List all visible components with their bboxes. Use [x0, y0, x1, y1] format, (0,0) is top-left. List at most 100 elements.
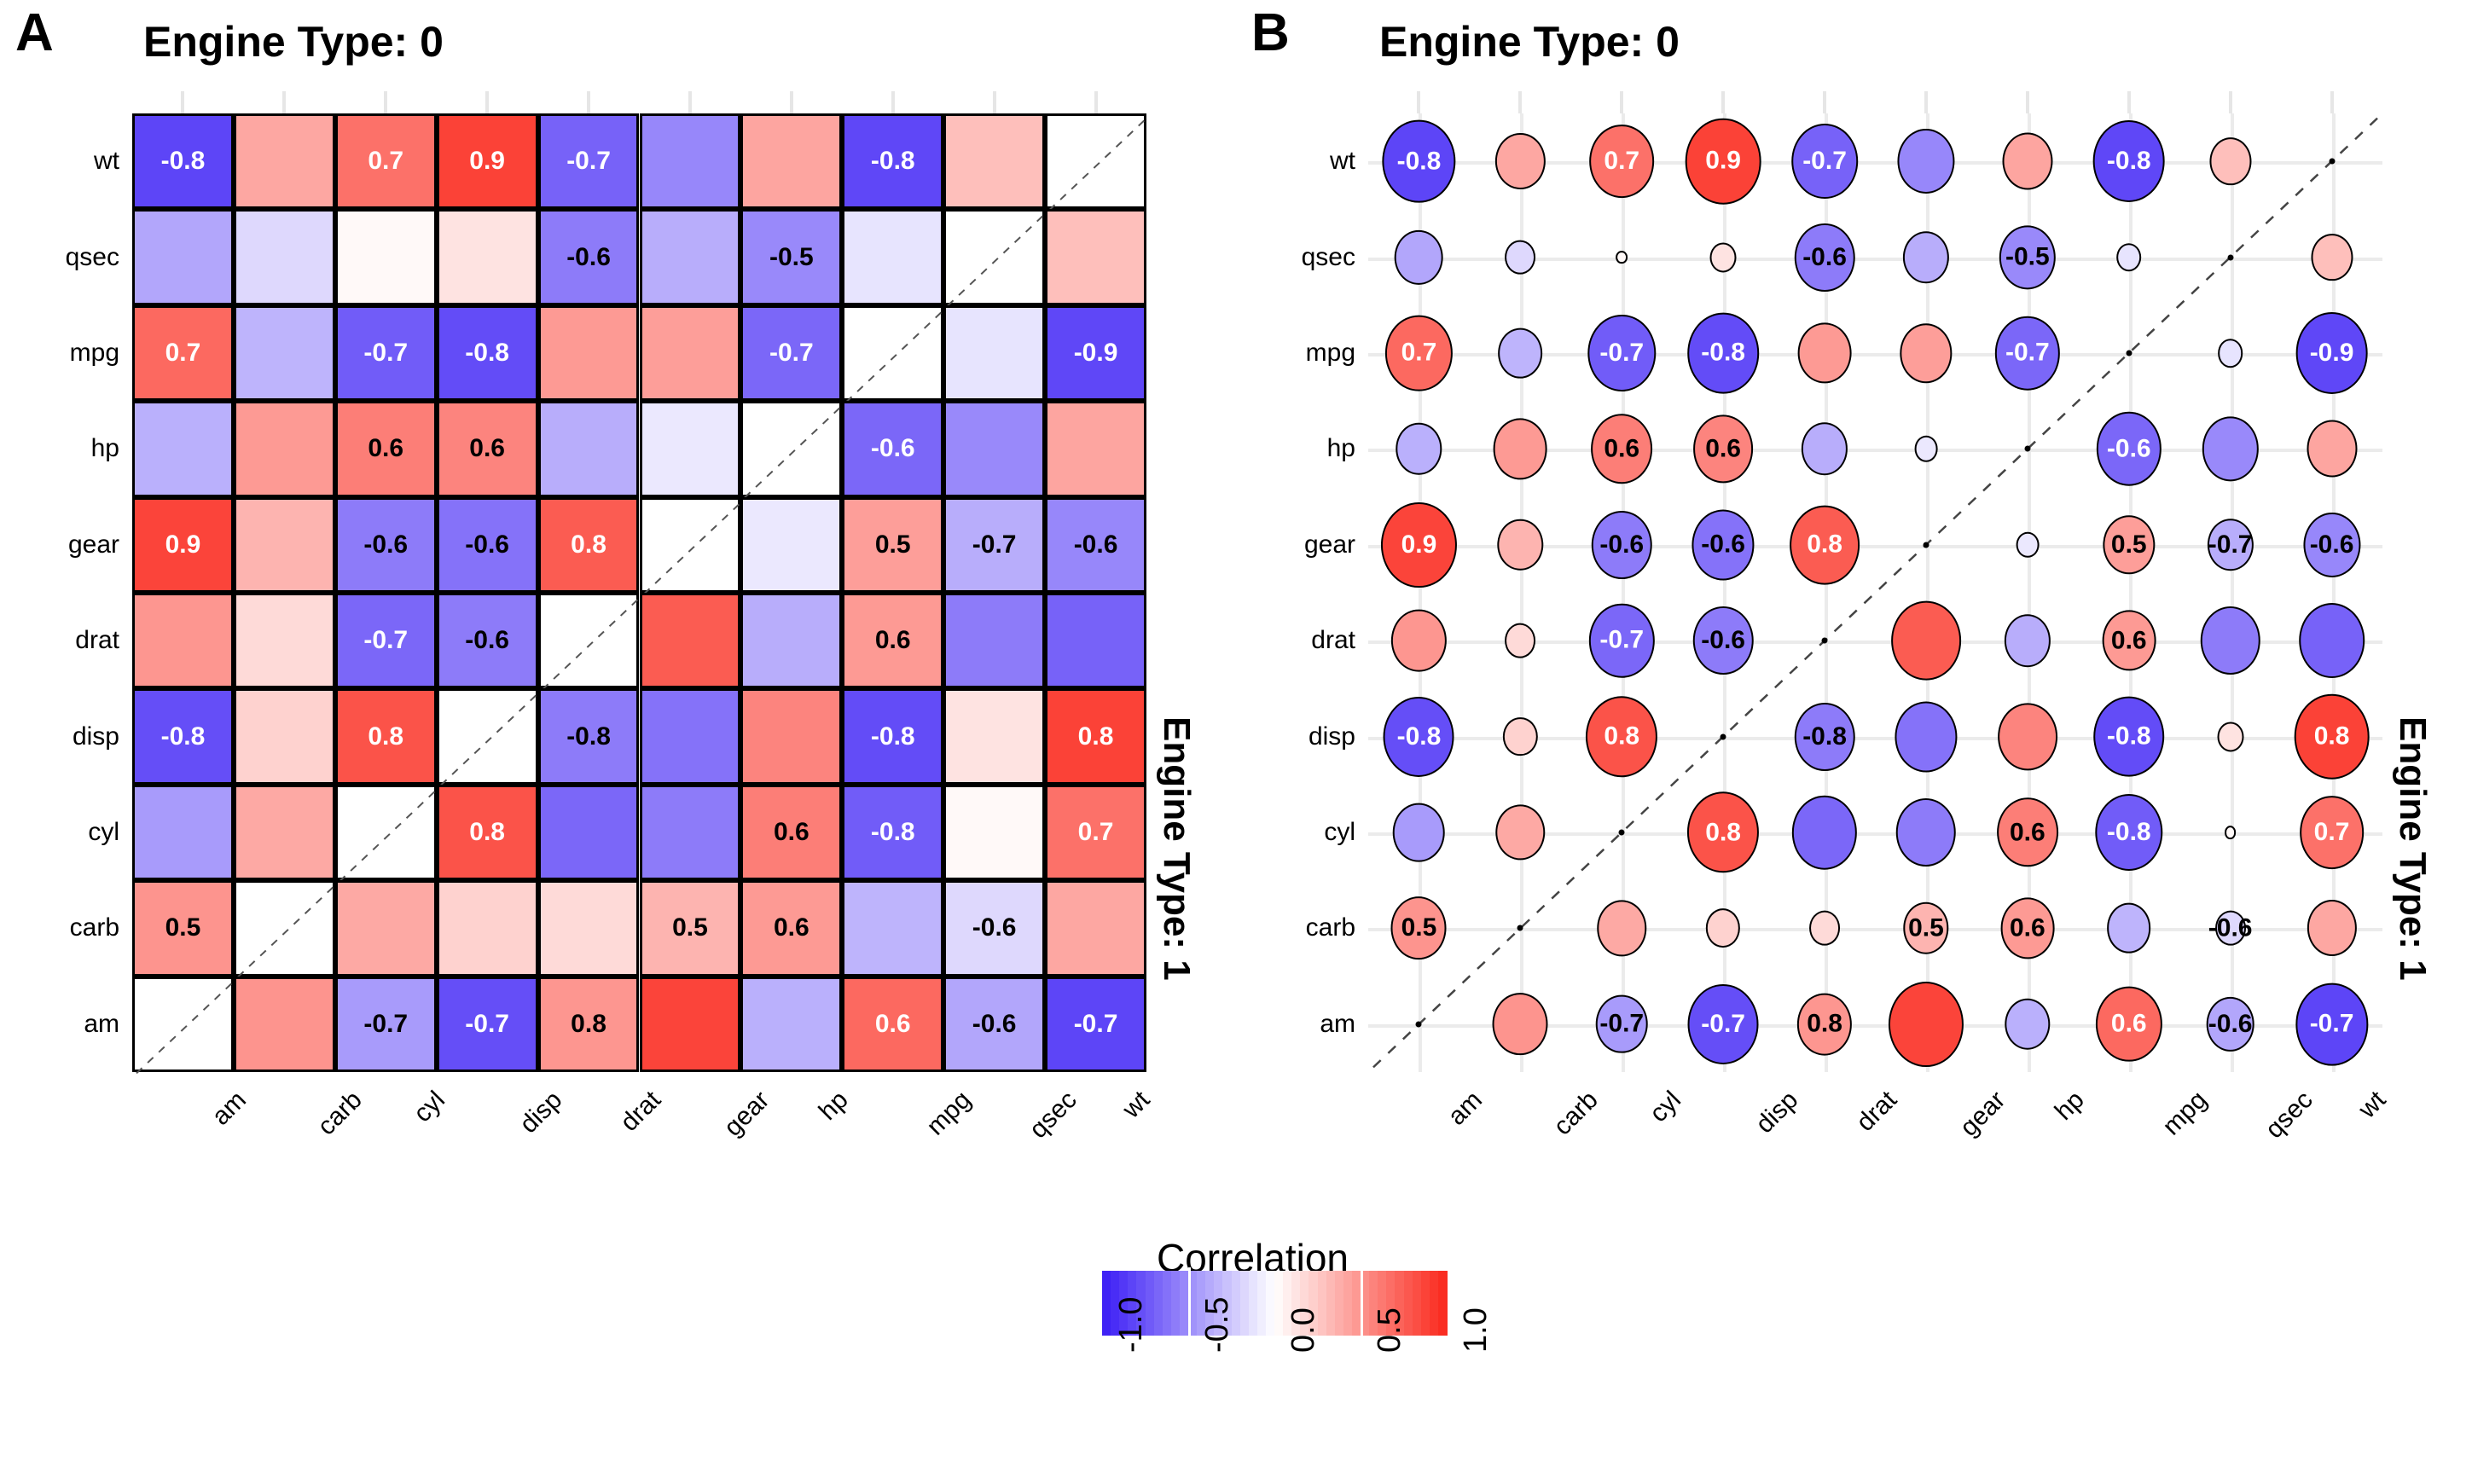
correlation-ellipse[interactable]: 0.7	[1589, 125, 1655, 199]
heatmap-cell[interactable]: 0.8	[334, 688, 437, 785]
correlation-ellipse[interactable]: -0.8	[1794, 702, 1855, 771]
heatmap-cell[interactable]: 0.8	[537, 976, 640, 1072]
correlation-ellipse[interactable]	[2016, 531, 2040, 558]
heatmap-cell[interactable]: -0.6	[334, 496, 437, 593]
correlation-ellipse[interactable]	[1503, 716, 1538, 756]
heatmap-cell[interactable]: -0.6	[943, 880, 1046, 977]
correlation-ellipse[interactable]: -0.6	[1692, 509, 1755, 581]
heatmap-cell[interactable]: -0.8	[842, 784, 944, 881]
correlation-ellipse[interactable]	[1801, 422, 1848, 476]
correlation-ellipse[interactable]	[2311, 233, 2353, 281]
heatmap-cell[interactable]	[537, 401, 640, 497]
correlation-ellipse[interactable]	[1597, 900, 1646, 956]
correlation-ellipse[interactable]	[1505, 240, 1536, 275]
correlation-ellipse[interactable]	[1900, 323, 1953, 383]
heatmap-cell[interactable]	[233, 304, 335, 402]
correlation-ellipse[interactable]: -0.6	[2208, 911, 2252, 946]
correlation-ellipse[interactable]	[1705, 908, 1741, 948]
heatmap-cell[interactable]	[639, 113, 741, 210]
correlation-ellipse[interactable]: 0.5	[2103, 515, 2156, 575]
heatmap-cell[interactable]	[943, 304, 1046, 402]
heatmap-cell[interactable]	[436, 209, 538, 305]
correlation-ellipse[interactable]: 0.6	[2102, 610, 2156, 671]
heatmap-cell[interactable]: -0.8	[842, 688, 944, 785]
heatmap-cell[interactable]: -0.7	[1045, 976, 1146, 1072]
correlation-ellipse[interactable]	[1895, 701, 1958, 773]
correlation-ellipse[interactable]	[2106, 903, 2151, 954]
correlation-ellipse[interactable]	[1897, 129, 1955, 194]
heatmap-cell[interactable]	[233, 401, 335, 497]
heatmap-cell[interactable]: 0.8	[436, 784, 538, 881]
heatmap-cell[interactable]: -0.8	[842, 113, 944, 210]
correlation-ellipse[interactable]	[1997, 702, 2057, 771]
correlation-ellipse[interactable]	[2005, 998, 2051, 1051]
correlation-ellipse[interactable]	[1393, 803, 1445, 862]
correlation-ellipse[interactable]	[1495, 133, 1546, 190]
heatmap-cell[interactable]: -0.8	[132, 688, 234, 785]
heatmap-cell[interactable]: -0.7	[436, 976, 538, 1072]
correlation-ellipse[interactable]	[2217, 722, 2244, 752]
heatmap-cell[interactable]: 0.5	[842, 496, 944, 593]
correlation-ellipse[interactable]: 0.8	[1796, 993, 1853, 1056]
heatmap-cell[interactable]	[639, 976, 741, 1072]
correlation-ellipse[interactable]: -0.7	[1994, 316, 2060, 391]
correlation-ellipse[interactable]	[2298, 603, 2365, 679]
heatmap-cell[interactable]	[639, 784, 741, 881]
correlation-ellipse[interactable]: 0.5	[1903, 902, 1949, 954]
heatmap-cell[interactable]	[132, 401, 234, 497]
correlation-ellipse[interactable]: -0.5	[1999, 224, 2057, 290]
correlation-ellipse[interactable]: -0.9	[2295, 311, 2368, 395]
correlation-ellipse[interactable]	[1888, 981, 1964, 1067]
heatmap-cell[interactable]	[537, 593, 641, 691]
heatmap-cell[interactable]: 0.6	[842, 593, 944, 689]
correlation-ellipse[interactable]: -0.6	[1692, 606, 1754, 675]
heatmap-cell[interactable]	[740, 496, 843, 593]
heatmap-cell[interactable]: 0.6	[740, 880, 843, 977]
heatmap-cell[interactable]	[740, 113, 843, 210]
heatmap-cell[interactable]: -0.7	[334, 304, 437, 402]
correlation-ellipse[interactable]: 0.6	[1591, 414, 1653, 484]
heatmap-cell[interactable]: 0.8	[1045, 688, 1146, 785]
correlation-ellipse[interactable]	[1497, 519, 1544, 571]
correlation-ellipse[interactable]	[1395, 229, 1443, 285]
heatmap-cell[interactable]: -0.6	[943, 976, 1046, 1072]
heatmap-cell[interactable]: -0.6	[842, 401, 944, 497]
heatmap-cell[interactable]	[740, 593, 843, 689]
heatmap-cell[interactable]: 0.7	[132, 304, 234, 402]
heatmap-cell[interactable]: 0.5	[639, 880, 741, 977]
heatmap-cell[interactable]: -0.6	[537, 209, 640, 305]
correlation-ellipse[interactable]	[1616, 250, 1628, 264]
correlation-ellipse[interactable]	[1797, 322, 1852, 384]
correlation-ellipse[interactable]	[1791, 795, 1858, 870]
heatmap-cell[interactable]: -0.8	[132, 113, 234, 210]
heatmap-cell[interactable]	[233, 880, 337, 978]
correlation-ellipse[interactable]	[2217, 339, 2243, 368]
heatmap-cell[interactable]: 0.7	[334, 113, 437, 210]
correlation-ellipse[interactable]: -0.7	[1791, 124, 1858, 200]
correlation-ellipse[interactable]: 0.6	[2095, 986, 2162, 1063]
correlation-ellipse[interactable]	[1493, 418, 1547, 480]
heatmap-cell[interactable]	[943, 401, 1046, 497]
heatmap-cell[interactable]	[1045, 113, 1148, 212]
correlation-ellipse[interactable]: -0.8	[1383, 696, 1454, 777]
heatmap-cell[interactable]: 0.6	[334, 401, 437, 497]
heatmap-cell[interactable]	[639, 496, 743, 594]
heatmap-cell[interactable]: 0.9	[436, 113, 538, 210]
heatmap-cell[interactable]	[132, 593, 234, 689]
correlation-ellipse[interactable]: -0.7	[2207, 519, 2254, 571]
heatmap-cell[interactable]	[233, 688, 335, 785]
heatmap-cell[interactable]	[132, 784, 234, 881]
heatmap-cell[interactable]	[537, 784, 640, 881]
heatmap-cell[interactable]: -0.7	[537, 113, 640, 210]
correlation-ellipse[interactable]: -0.8	[2092, 696, 2165, 777]
heatmap-cell[interactable]: 0.7	[1045, 784, 1146, 881]
heatmap-cell[interactable]	[943, 784, 1046, 881]
heatmap-cell[interactable]	[639, 688, 741, 785]
correlation-ellipse[interactable]	[1895, 798, 1957, 867]
heatmap-cell[interactable]: -0.6	[1045, 496, 1146, 593]
correlation-ellipse[interactable]: 0.6	[2000, 897, 2055, 959]
heatmap-cell[interactable]: -0.8	[436, 304, 538, 402]
heatmap-cell[interactable]	[1045, 401, 1146, 497]
heatmap-cell[interactable]	[740, 976, 843, 1072]
correlation-ellipse[interactable]: -0.6	[2206, 996, 2254, 1052]
